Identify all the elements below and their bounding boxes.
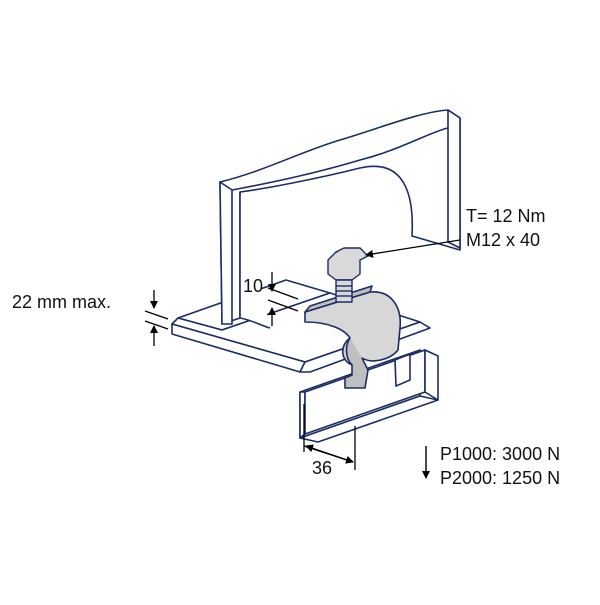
load-p2000-label: P2000: 1250 N [440,468,560,488]
bolt [327,247,369,303]
gap-dimension [267,272,299,326]
gap-label: 10 [243,276,263,296]
bolt-size-label: M12 x 40 [466,230,540,250]
torque-label: T= 12 Nm [466,206,546,226]
channel-width-dimension [303,404,356,470]
beam-web [219,109,461,329]
torque-leader [365,239,461,258]
flange-dimension [144,290,169,346]
strut-channel [299,349,439,443]
load-p1000-label: P1000: 3000 N [440,444,560,464]
flange-max-label: 22 mm max. [12,292,111,312]
channel-width-label: 36 [312,458,332,478]
